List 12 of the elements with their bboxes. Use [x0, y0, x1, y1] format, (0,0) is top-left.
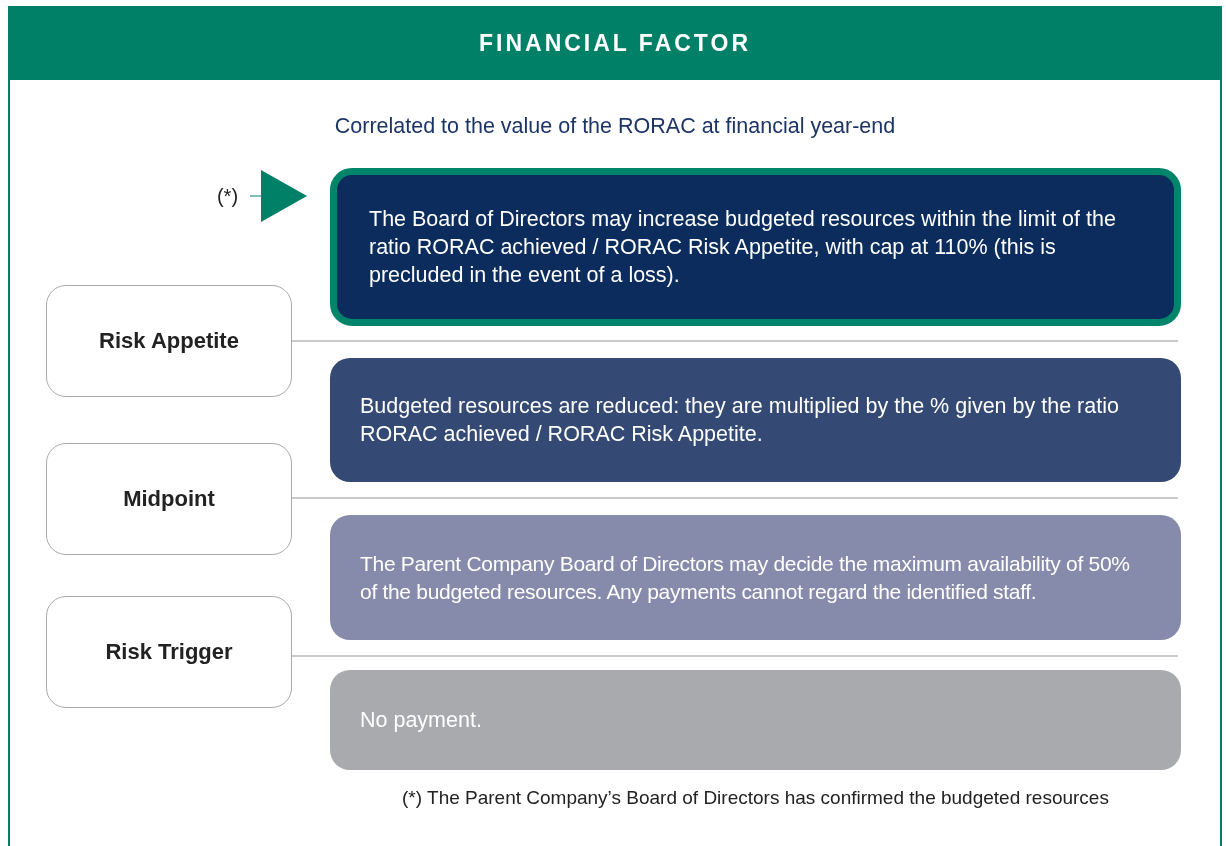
- footnote-marker: (*): [205, 178, 250, 214]
- footnote-text: (*) The Parent Company’s Board of Directors has confirmed the budgeted resources: [402, 787, 1109, 808]
- threshold-box: Risk Trigger: [46, 596, 292, 708]
- header-band: FINANCIAL FACTOR: [8, 6, 1222, 80]
- outcome-box: Budgeted resources are reduced: they are multiplied by the % given by the ratio RORAC achieved / RORAC Risk Appetite.: [330, 358, 1181, 482]
- threshold-box: Midpoint: [46, 443, 292, 555]
- outcome-box: The Parent Company Board of Directors may decide the maximum availability of 50% of the budgeted resources. Any payments cannot regard the identified staff.: [330, 515, 1181, 640]
- threshold-box: Risk Appetite: [46, 285, 292, 397]
- arrow: [249, 170, 307, 222]
- subtitle-text: Correlated to the value of the RORAC at financial year-end: [334, 114, 896, 138]
- outcome-box: No payment.: [330, 670, 1181, 770]
- outcome-box: The Board of Directors may increase budgeted resources within the limit of the ratio RORAC achieved / RORAC Risk Appetite, with cap at 110% (this is precluded in the event of a loss).: [330, 168, 1181, 326]
